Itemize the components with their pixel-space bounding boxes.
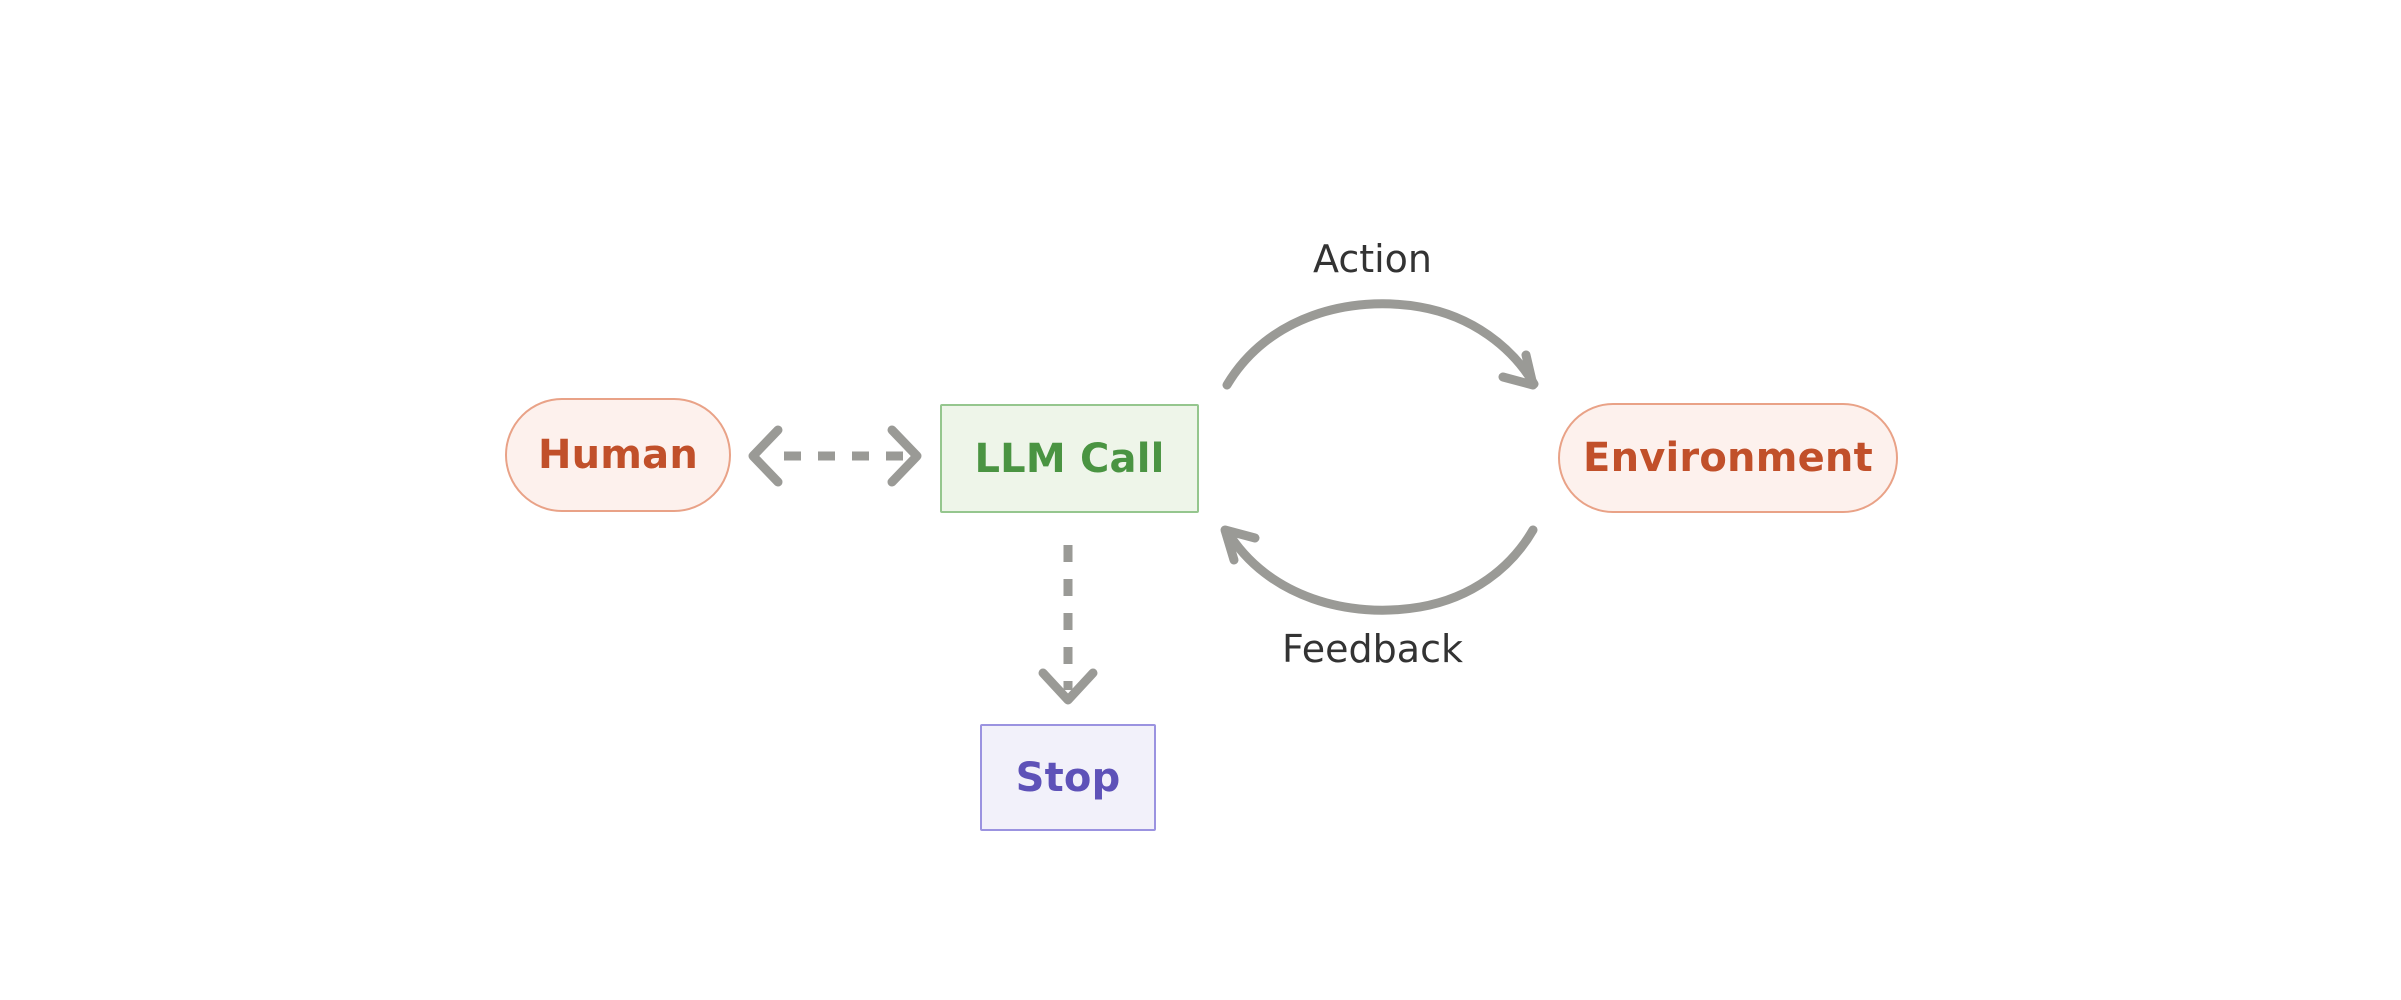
node-stop[interactable]: Stop — [980, 724, 1156, 831]
node-human[interactable]: Human — [505, 398, 731, 512]
edge-action-arrowhead — [1498, 350, 1538, 390]
edge-llm-stop-arrowhead — [1038, 668, 1098, 705]
edge-feedback-curve — [1222, 525, 1538, 615]
node-llm-call[interactable]: LLM Call — [940, 404, 1199, 513]
edge-human-llm-arrowhead-left — [748, 425, 783, 487]
edge-feedback-arrowhead — [1220, 525, 1260, 565]
node-environment[interactable]: Environment — [1558, 403, 1898, 513]
edge-feedback — [1220, 525, 1538, 615]
edge-action-curve — [1222, 299, 1539, 390]
edge-human-llm-arrowhead-right — [887, 425, 922, 487]
edge-action — [1222, 299, 1539, 390]
edge-llm-stop — [1038, 545, 1098, 705]
edge-label-feedback: Feedback — [1282, 627, 1463, 671]
edge-label-action: Action — [1313, 237, 1433, 281]
edge-human-llm — [748, 425, 922, 487]
